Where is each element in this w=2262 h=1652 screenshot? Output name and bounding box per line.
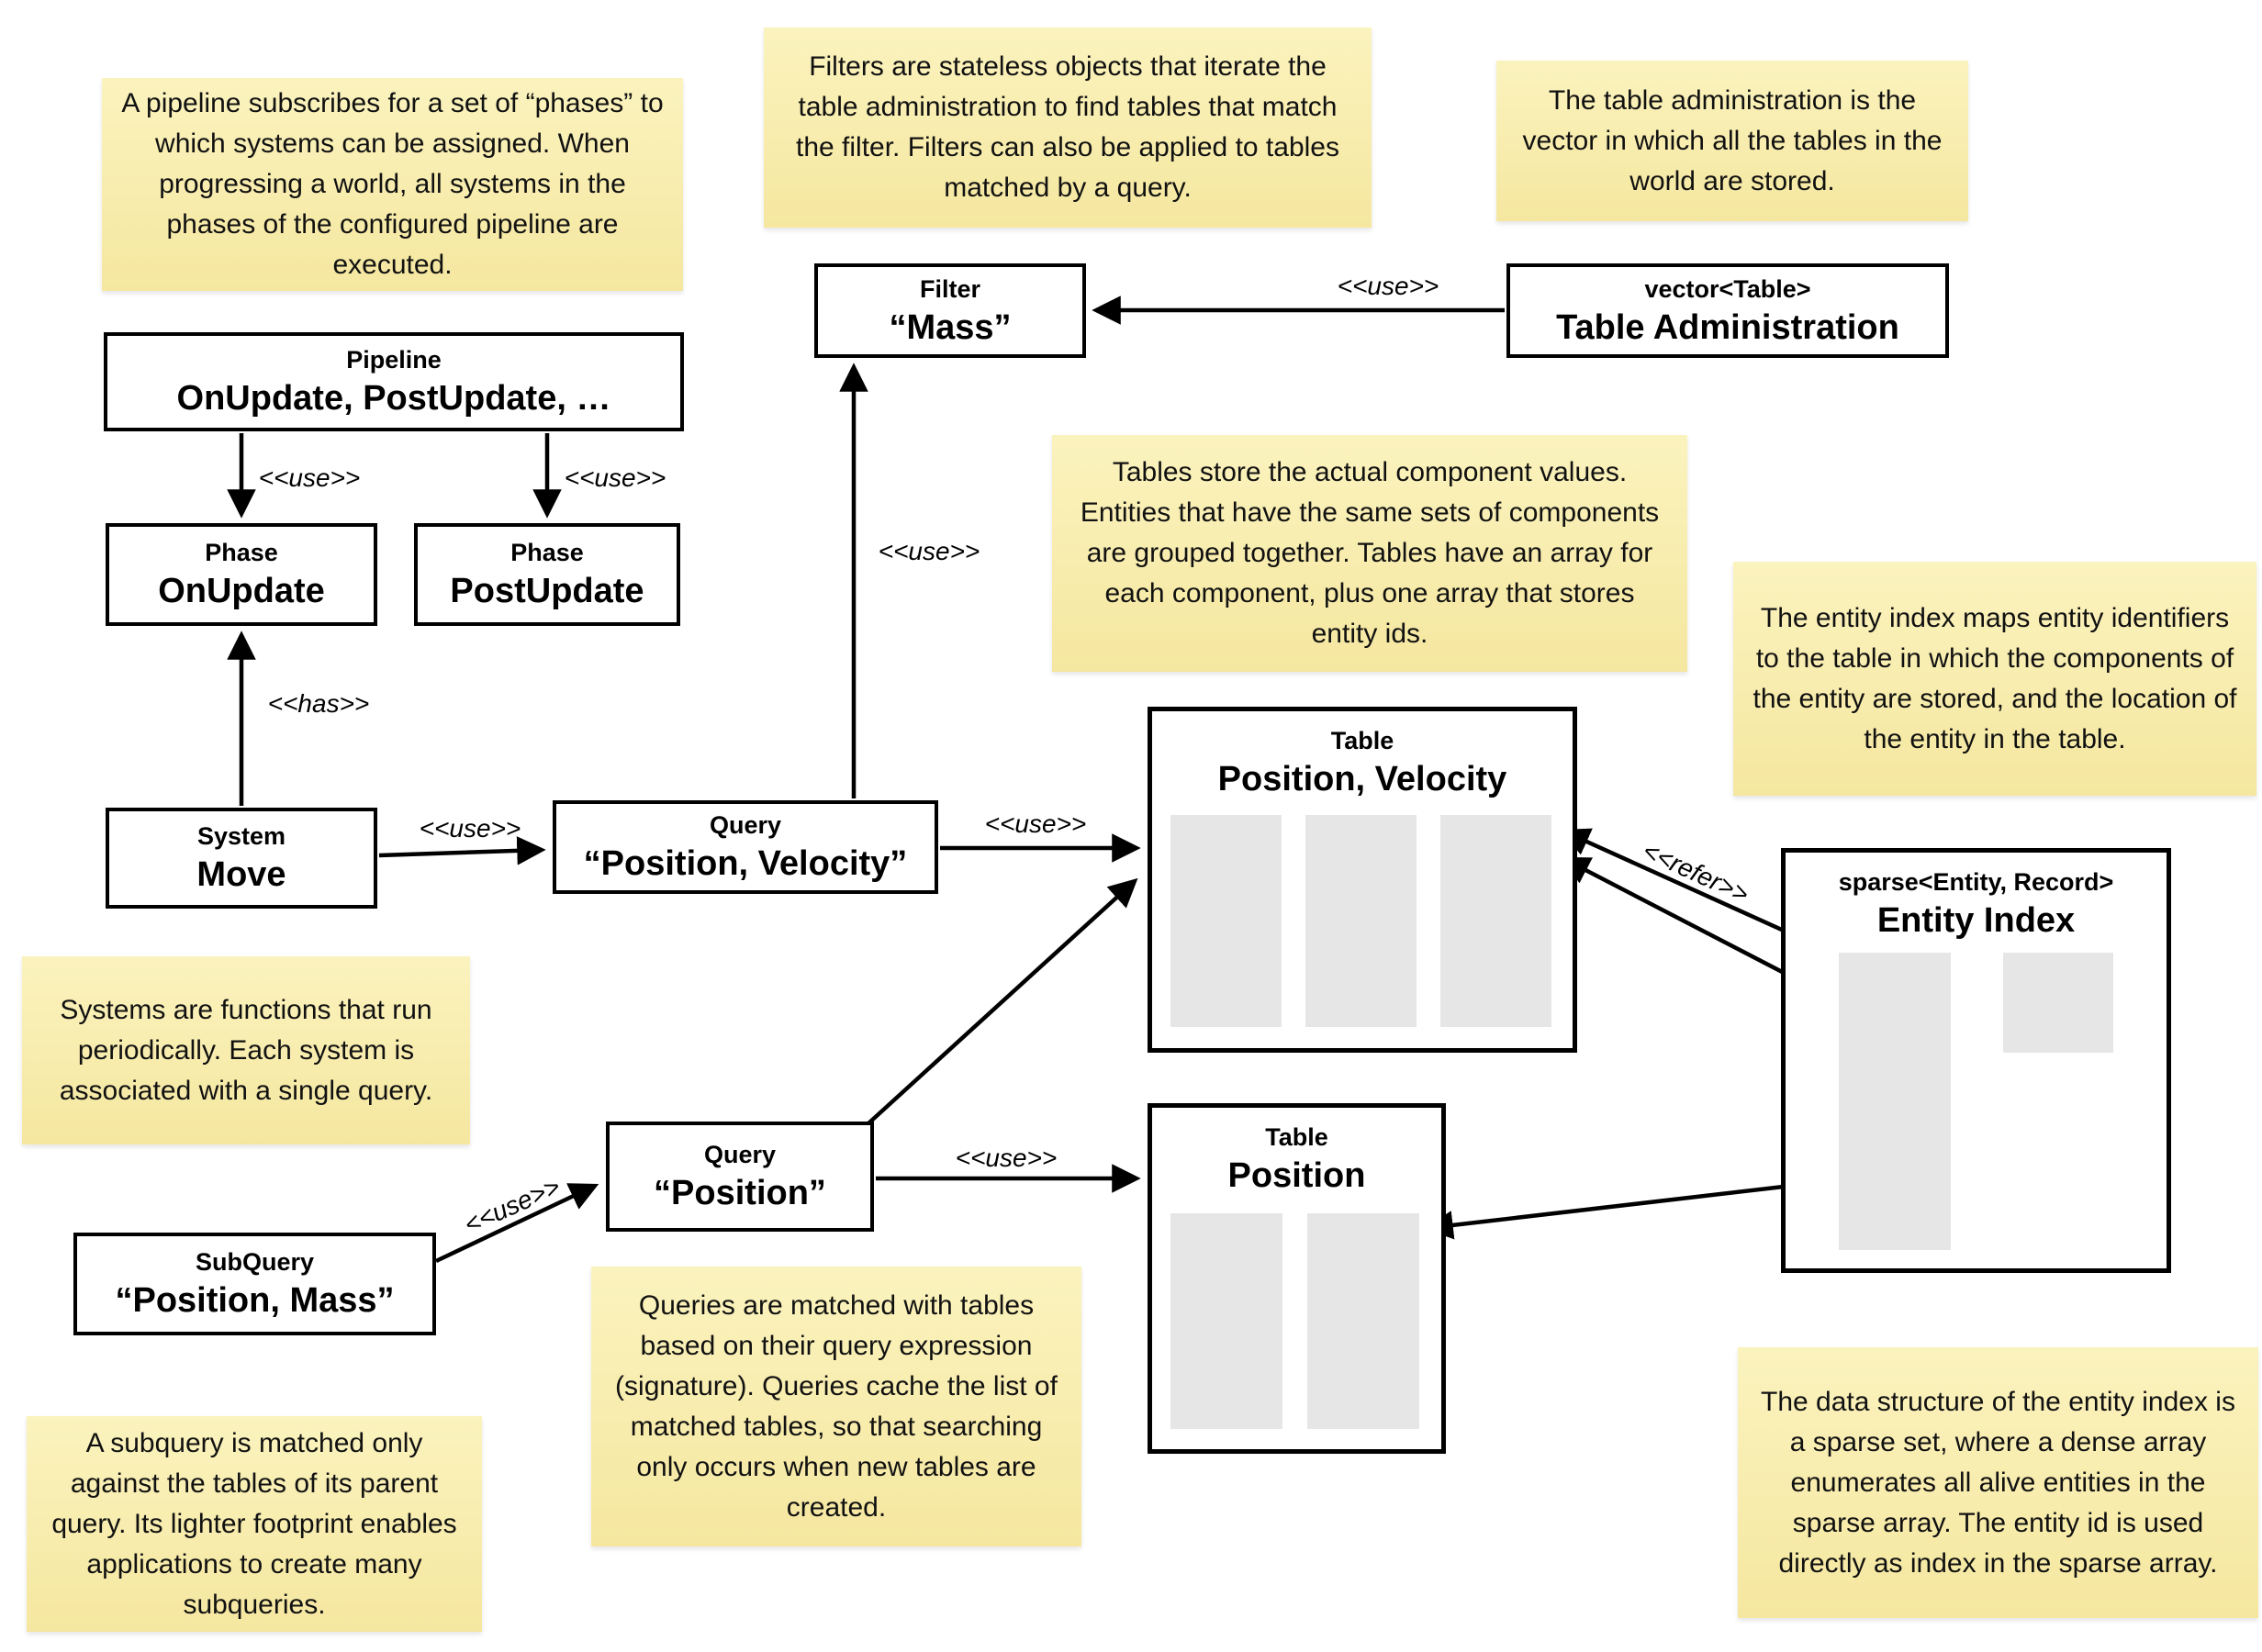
table-position-entity-id-array [1307, 1213, 1419, 1429]
note-entity-index: The entity index maps entity identifiers… [1733, 562, 2256, 796]
label-use-tableadmin-filter: <<use>> [1337, 272, 1439, 300]
table-pv-component-array-2 [1305, 815, 1417, 1027]
box-table-position-velocity-stereotype: Table [1330, 727, 1394, 754]
note-systems-text: Systems are functions that run periodica… [59, 994, 433, 1106]
box-phase-onupdate-stereotype: Phase [205, 539, 278, 566]
entity-index-dense-array [2003, 953, 2113, 1053]
box-pipeline: Pipeline OnUpdate, PostUpdate, … [104, 332, 684, 431]
edge-querypos-tablepv [867, 877, 1138, 1125]
note-sparse-set-text: The data structure of the entity index i… [1761, 1386, 2235, 1579]
note-tables-text: Tables store the actual component values… [1080, 457, 1660, 649]
box-phase-postupdate: Phase PostUpdate [414, 523, 680, 626]
table-position-component-array [1170, 1213, 1282, 1429]
box-pipeline-stereotype: Pipeline [346, 346, 442, 374]
label-use-system-query: <<use>> [419, 814, 521, 843]
note-queries: Queries are matched with tables based on… [591, 1267, 1081, 1546]
box-table-administration: vector<Table> Table Administration [1506, 263, 1949, 358]
box-table-position-velocity: Table Position, Velocity [1148, 707, 1577, 1053]
box-subquery: SubQuery “Position, Mass” [73, 1233, 436, 1335]
note-filters-text: Filters are stateless objects that itera… [795, 51, 1339, 203]
box-table-position: Table Position [1148, 1103, 1446, 1454]
note-pipeline-text: A pipeline subscribes for a set of “phas… [121, 88, 664, 280]
table-pv-component-array-1 [1170, 815, 1282, 1027]
box-phase-postupdate-stereotype: Phase [510, 539, 584, 566]
label-use-subquery-querypos: <<use>> [459, 1171, 565, 1240]
label-use-pipeline-postupdate: <<use>> [564, 463, 666, 492]
box-table-position-title: Position [1227, 1156, 1366, 1195]
box-table-position-stereotype: Table [1265, 1123, 1328, 1151]
entity-index-sparse-array [1839, 953, 1951, 1250]
note-sparse-set: The data structure of the entity index i… [1738, 1347, 2258, 1618]
box-table-administration-title: Table Administration [1556, 307, 1899, 347]
table-pv-entity-id-array [1440, 815, 1551, 1027]
note-systems: Systems are functions that run periodica… [22, 956, 470, 1144]
edge-system-query-use [378, 836, 546, 865]
box-query-position-velocity-title: “Position, Velocity” [583, 844, 908, 883]
note-table-administration: The table administration is the vector i… [1496, 61, 1968, 221]
label-use-pipeline-onupdate: <<use>> [258, 463, 361, 492]
box-entity-index-stereotype: sparse<Entity, Record> [1838, 868, 2114, 896]
label-use-querypv-tablepv: <<use>> [984, 809, 1087, 838]
box-table-administration-stereotype: vector<Table> [1644, 274, 1811, 303]
box-query-position-title: “Position” [654, 1174, 826, 1212]
box-subquery-title: “Position, Mass” [115, 1281, 395, 1320]
box-query-position-velocity-stereotype: Query [709, 811, 782, 839]
box-filter-mass-title: “Mass” [889, 307, 1012, 347]
box-phase-postupdate-title: PostUpdate [450, 572, 644, 610]
label-use-querypos-tablepos: <<use>> [955, 1144, 1058, 1172]
label-has-system-phase: <<has>> [267, 689, 370, 718]
label-refer-entityindex-tablepv: <<refer>> [1638, 835, 1753, 910]
note-pipeline: A pipeline subscribes for a set of “phas… [102, 78, 683, 291]
label-use-query-filter: <<use>> [878, 537, 980, 565]
box-table-position-velocity-title: Position, Velocity [1217, 760, 1507, 798]
box-query-position: Query “Position” [606, 1122, 874, 1232]
box-subquery-stereotype: SubQuery [195, 1248, 315, 1276]
note-subquery-text: A subquery is matched only against the t… [51, 1427, 457, 1620]
note-entity-index-text: The entity index maps entity identifiers… [1752, 602, 2237, 754]
box-phase-onupdate: Phase OnUpdate [106, 523, 377, 626]
box-query-position-stereotype: Query [703, 1141, 777, 1168]
box-system-move: System Move [106, 808, 377, 909]
box-system-move-stereotype: System [196, 822, 286, 850]
box-pipeline-title: OnUpdate, PostUpdate, … [176, 379, 611, 418]
note-subquery: A subquery is matched only against the t… [27, 1416, 482, 1632]
note-tables: Tables store the actual component values… [1052, 435, 1687, 672]
box-filter-mass: Filter “Mass” [814, 263, 1086, 358]
box-query-position-velocity: Query “Position, Velocity” [553, 800, 938, 894]
box-system-move-title: Move [196, 855, 286, 894]
note-queries-text: Queries are matched with tables based on… [615, 1289, 1058, 1523]
note-table-administration-text: The table administration is the vector i… [1522, 84, 1943, 196]
note-filters: Filters are stateless objects that itera… [764, 28, 1372, 228]
box-filter-mass-stereotype: Filter [919, 274, 980, 303]
box-phase-onupdate-title: OnUpdate [158, 572, 325, 610]
box-entity-index: sparse<Entity, Record> Entity Index [1781, 848, 2171, 1273]
box-entity-index-title: Entity Index [1876, 901, 2076, 940]
edge-entityindex-tablepos [1424, 1178, 1840, 1240]
